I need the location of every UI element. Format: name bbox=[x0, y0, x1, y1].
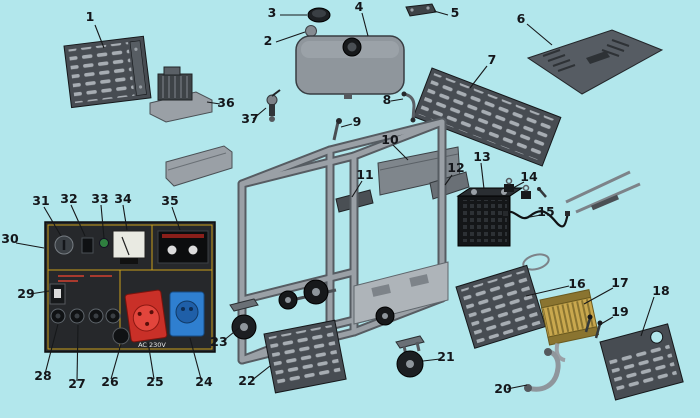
red-socket bbox=[124, 289, 168, 343]
part-rear-vent-panel bbox=[412, 67, 562, 167]
callout-4: 4 bbox=[355, 0, 364, 14]
callout-22: 22 bbox=[238, 373, 255, 388]
callout-32: 32 bbox=[60, 191, 77, 206]
callout-16: 16 bbox=[568, 276, 586, 291]
panel-label-text bbox=[58, 275, 112, 282]
callout-7: 7 bbox=[488, 52, 497, 67]
part-battery bbox=[456, 187, 524, 247]
callout-21: 21 bbox=[437, 349, 454, 364]
callout-24: 24 bbox=[195, 374, 213, 389]
callout-15: 15 bbox=[537, 204, 554, 219]
part-caster-front bbox=[229, 298, 259, 340]
part-tie-rods bbox=[565, 170, 641, 214]
part-engine-bracket bbox=[149, 66, 213, 123]
callout-25: 25 bbox=[146, 374, 163, 389]
part-right-door-panel bbox=[599, 323, 684, 401]
breaker-switches bbox=[157, 230, 209, 264]
callout-30: 30 bbox=[1, 231, 19, 246]
callout-37: 37 bbox=[241, 111, 258, 126]
callout-5: 5 bbox=[451, 5, 460, 20]
part-fuel-tank bbox=[295, 35, 405, 99]
callout-3: 3 bbox=[268, 5, 277, 20]
callout-11: 11 bbox=[356, 167, 373, 182]
part-gasket-ring bbox=[522, 253, 550, 271]
callout-12: 12 bbox=[447, 160, 464, 175]
callout-26: 26 bbox=[101, 374, 119, 389]
callout-23: 23 bbox=[210, 334, 227, 349]
leader-lines bbox=[15, 10, 655, 390]
ignition-switch bbox=[54, 235, 74, 255]
callout-2: 2 bbox=[264, 33, 273, 48]
part-top-cover bbox=[526, 29, 664, 95]
part-drain-pipe bbox=[524, 348, 561, 392]
indicator-lamp bbox=[99, 238, 109, 248]
circuit-breaker bbox=[49, 283, 66, 305]
callout-numbers: 1 2 3 4 5 6 7 8 9 10 11 12 13 14 15 16 1… bbox=[1, 0, 669, 396]
part-main-frame bbox=[237, 117, 449, 365]
callout-1: 1 bbox=[86, 9, 95, 24]
part-battery-clamps bbox=[504, 177, 547, 199]
callout-17: 17 bbox=[611, 275, 628, 290]
callout-14: 14 bbox=[520, 169, 538, 184]
part-left-side-vent-panel bbox=[63, 35, 152, 109]
part-front-vent-panel bbox=[263, 319, 347, 394]
callout-28: 28 bbox=[34, 368, 51, 383]
callout-27: 27 bbox=[68, 376, 85, 391]
part-caster-rear bbox=[395, 335, 425, 378]
ac-voltage-label: AC 230V bbox=[138, 341, 166, 349]
part-fuel-valve bbox=[266, 89, 281, 122]
callout-35: 35 bbox=[161, 193, 178, 208]
part-side-vent-panel bbox=[455, 264, 547, 349]
voltmeter bbox=[112, 230, 146, 264]
part-fuel-line-pipe bbox=[401, 91, 416, 123]
callout-20: 20 bbox=[494, 381, 512, 396]
callout-8: 8 bbox=[383, 92, 392, 107]
blue-socket bbox=[169, 291, 205, 337]
callout-31: 31 bbox=[32, 193, 49, 208]
callout-33: 33 bbox=[91, 191, 108, 206]
toggle-switch bbox=[81, 237, 94, 254]
callout-29: 29 bbox=[17, 286, 34, 301]
round-connector bbox=[112, 327, 130, 345]
part-fuel-cap bbox=[307, 7, 331, 23]
part-angled-plate bbox=[165, 145, 233, 187]
callout-18: 18 bbox=[652, 283, 669, 298]
callout-9: 9 bbox=[353, 114, 362, 129]
callout-36: 36 bbox=[217, 95, 235, 110]
output-terminals bbox=[50, 308, 121, 324]
part-bolt bbox=[332, 118, 342, 141]
part-control-panel: AC 230V bbox=[44, 221, 216, 353]
part-battery-cable bbox=[503, 210, 570, 228]
callout-13: 13 bbox=[473, 149, 490, 164]
callout-10: 10 bbox=[381, 132, 399, 147]
callout-6: 6 bbox=[517, 11, 526, 26]
part-door-bolts bbox=[584, 314, 603, 339]
callout-34: 34 bbox=[114, 191, 132, 206]
callout-19: 19 bbox=[611, 304, 628, 319]
